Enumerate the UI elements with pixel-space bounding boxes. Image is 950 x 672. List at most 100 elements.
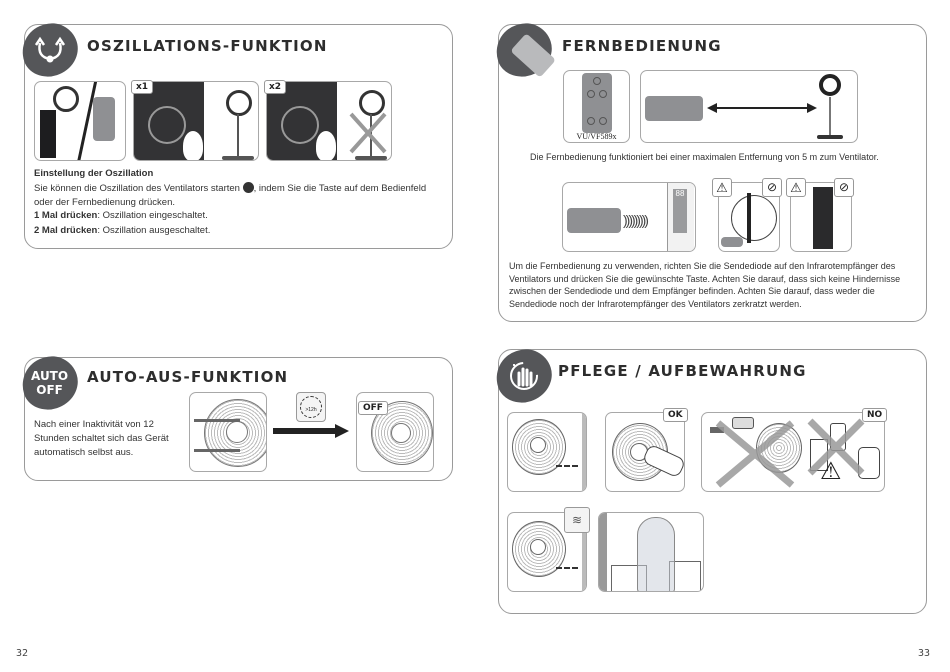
sponge-icon bbox=[732, 417, 754, 429]
fan-head bbox=[53, 86, 79, 112]
fan-stand bbox=[359, 90, 385, 116]
press-once-text: : Oszillation eingeschaltet. bbox=[97, 210, 208, 221]
remote-body bbox=[582, 73, 612, 133]
oscillation-arrows-icon bbox=[34, 36, 66, 63]
fan-pole bbox=[829, 97, 831, 135]
badge-line-auto: AUTO bbox=[31, 369, 69, 383]
right-arrow-icon bbox=[273, 424, 349, 438]
remote-range-text: Die Fernbedienung funktioniert bei einer… bbox=[530, 152, 879, 162]
humidity-icon: ≋ bbox=[564, 507, 590, 533]
unplug-arrow bbox=[556, 465, 578, 469]
care-badge bbox=[489, 342, 559, 410]
toxic-warning-icon: ⚠ bbox=[820, 458, 842, 485]
magnified-receiver bbox=[731, 195, 777, 241]
fan-head bbox=[819, 74, 841, 96]
remote-usage-text: Um die Fernbedienung zu verwenden, richt… bbox=[509, 261, 901, 309]
press-twice-label: 2 Mal drücken bbox=[34, 225, 98, 236]
faucet-icon bbox=[710, 427, 724, 433]
wall bbox=[599, 513, 607, 591]
fan-control-panel: 88 bbox=[667, 183, 694, 251]
no-scratch-icon: ⊘ bbox=[834, 178, 854, 197]
control-panel-display bbox=[40, 110, 56, 158]
oscillation-body-post: , indem Sie die Taste auf dem Bedienfeld… bbox=[34, 183, 427, 208]
fan-off-illustration bbox=[356, 392, 434, 472]
remote-in-hand bbox=[93, 97, 115, 141]
page-number-left: 32 bbox=[16, 648, 29, 659]
fan-hub bbox=[530, 539, 546, 555]
cross-icon bbox=[715, 420, 795, 488]
fan-pole bbox=[237, 114, 239, 156]
warning-triangle-icon: ⚠ bbox=[786, 178, 806, 197]
remote-button bbox=[599, 117, 607, 125]
label-x2: x2 bbox=[264, 80, 287, 94]
timer-icon: >12h bbox=[296, 392, 326, 422]
badge-line-off: OFF bbox=[36, 383, 64, 397]
unplug-illustration bbox=[507, 412, 587, 492]
remote-small bbox=[721, 237, 743, 247]
remote-title: FERNBEDIENUNG bbox=[562, 37, 722, 55]
fan-hub bbox=[530, 437, 546, 453]
press-once-label: 1 Mal drücken bbox=[34, 210, 98, 221]
remote-model-label: VU/VF589x bbox=[576, 132, 617, 141]
fan-running-illustration bbox=[189, 392, 267, 472]
fan-hub bbox=[226, 421, 248, 443]
oscillation-illustration-press-twice bbox=[266, 81, 392, 161]
oscillation-subheading: Einstellung der Oszillation bbox=[34, 168, 154, 179]
remote-aim-illustration: ))))))))) 88 bbox=[562, 182, 696, 252]
wipe-illustration bbox=[605, 412, 685, 492]
no-scratch-icon: ⊘ bbox=[762, 178, 782, 197]
fan-hub bbox=[391, 423, 411, 443]
oscillation-illustration-control bbox=[34, 81, 126, 161]
oscillation-button-icon bbox=[242, 182, 254, 193]
display-digits: 88 bbox=[673, 189, 687, 233]
remote-range-illustration bbox=[640, 70, 858, 143]
oscillation-badge bbox=[15, 16, 85, 84]
fan-grille bbox=[204, 399, 266, 467]
oscillation-title: OSZILLATIONS-FUNKTION bbox=[87, 37, 328, 55]
cross-icon bbox=[807, 418, 865, 476]
fan-stand bbox=[226, 90, 252, 116]
off-label: OFF bbox=[358, 401, 388, 415]
cross-icon bbox=[349, 112, 387, 154]
oscillation-button-circle bbox=[148, 106, 186, 144]
auto-off-body: Nach einer Inaktivität von 12 Stunden sc… bbox=[34, 419, 169, 458]
ok-label: OK bbox=[663, 408, 688, 422]
finger bbox=[182, 130, 204, 160]
unplug-arrow bbox=[556, 567, 578, 571]
remote-button bbox=[593, 77, 601, 85]
clock-face bbox=[300, 396, 322, 418]
double-arrow-icon bbox=[707, 103, 817, 113]
airflow-arrow bbox=[194, 419, 240, 422]
remote-horizontal bbox=[645, 96, 703, 121]
panel-scratch-warning bbox=[790, 182, 852, 252]
remote-button bbox=[587, 90, 595, 98]
remote-horizontal bbox=[567, 208, 621, 233]
airflow-arrow bbox=[194, 449, 240, 452]
dust-cover bbox=[637, 517, 675, 591]
fan-control-panel-dark bbox=[813, 187, 833, 249]
timer-label: >12h bbox=[305, 407, 317, 413]
storage-cover-illustration bbox=[598, 512, 704, 592]
remote-model-illustration: VU/VF589x bbox=[563, 70, 630, 143]
oscillation-body-pre: Sie können die Oszillation des Ventilato… bbox=[34, 183, 240, 194]
fan-base bbox=[222, 156, 254, 160]
cleaning-hand-icon bbox=[510, 362, 538, 390]
remote-button bbox=[587, 117, 595, 125]
label-x1: x1 bbox=[131, 80, 154, 94]
oscillation-illustration-press-once bbox=[133, 81, 259, 161]
care-title: PFLEGE / AUFBEWAHRUNG bbox=[558, 362, 807, 380]
auto-off-badge-text: AUTO OFF bbox=[31, 369, 68, 397]
finger bbox=[315, 130, 337, 160]
receiver-bar bbox=[747, 193, 751, 243]
remote-button bbox=[599, 90, 607, 98]
press-twice-line: 2 Mal drücken: Oszillation ausgeschaltet… bbox=[34, 224, 210, 238]
fan-base bbox=[817, 135, 843, 139]
press-once-line: 1 Mal drücken: Oszillation eingeschaltet… bbox=[34, 209, 208, 223]
page-number-right: 33 bbox=[918, 648, 931, 659]
warning-triangle-icon: ⚠ bbox=[712, 178, 732, 197]
wall-socket bbox=[582, 513, 586, 591]
no-label: NO bbox=[862, 408, 888, 422]
oscillation-button-circle bbox=[281, 106, 319, 144]
oscillation-body: Sie können die Oszillation des Ventilato… bbox=[34, 182, 434, 210]
fan-base bbox=[355, 156, 387, 160]
